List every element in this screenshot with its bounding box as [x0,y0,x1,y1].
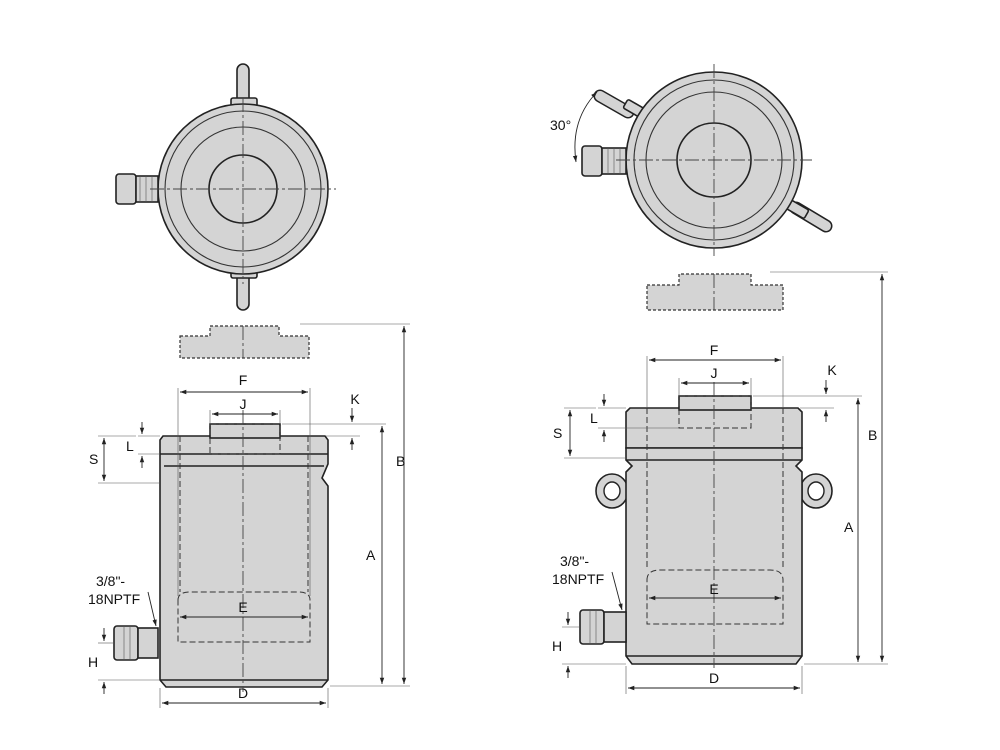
left-label-l: L [126,438,134,454]
right-angle-label: 30° [550,117,571,133]
right-label-h: H [552,638,562,654]
right-side-port [579,609,605,645]
left-saddle [179,325,310,359]
left-dimensions: F J K B A L S E D [88,323,410,708]
right-label-b: B [868,427,877,443]
right-label-l: L [590,410,598,426]
right-label-a: A [844,519,854,535]
right-label-j: J [711,365,718,381]
left-label-h: H [88,654,98,670]
left-side-view [113,325,329,692]
right-label-d: D [709,670,719,686]
left-label-e: E [238,599,247,615]
right-top-port [581,145,603,177]
right-top-view: 30° [550,64,833,256]
left-label-s: S [89,451,98,467]
right-label-f: F [710,342,719,358]
right-port-label-line1: 3/8"- [560,553,589,569]
right-label-e: E [709,581,718,597]
right-saddle [646,273,784,311]
left-plunger-top [209,423,281,439]
right-port-label-line2: 18NPTF [552,571,604,587]
right-label-k: K [827,362,837,378]
right-side-view [579,273,833,668]
left-top-port [115,173,137,205]
left-cylinder-body [159,435,329,688]
left-label-f: F [239,372,248,388]
right-handle-top [595,91,633,117]
right-plunger-top [678,395,752,411]
right-dimensions: F J K B A L S E D [552,271,888,694]
left-label-b: B [396,453,405,469]
left-label-j: J [240,396,247,412]
left-label-a: A [366,547,376,563]
left-side-port [113,625,139,661]
left-port-label-line1: 3/8"- [96,573,125,589]
left-top-view [115,63,336,311]
right-label-s: S [553,425,562,441]
left-port-label-line2: 18NPTF [88,591,140,607]
left-label-d: D [238,685,248,701]
left-label-k: K [350,391,360,407]
